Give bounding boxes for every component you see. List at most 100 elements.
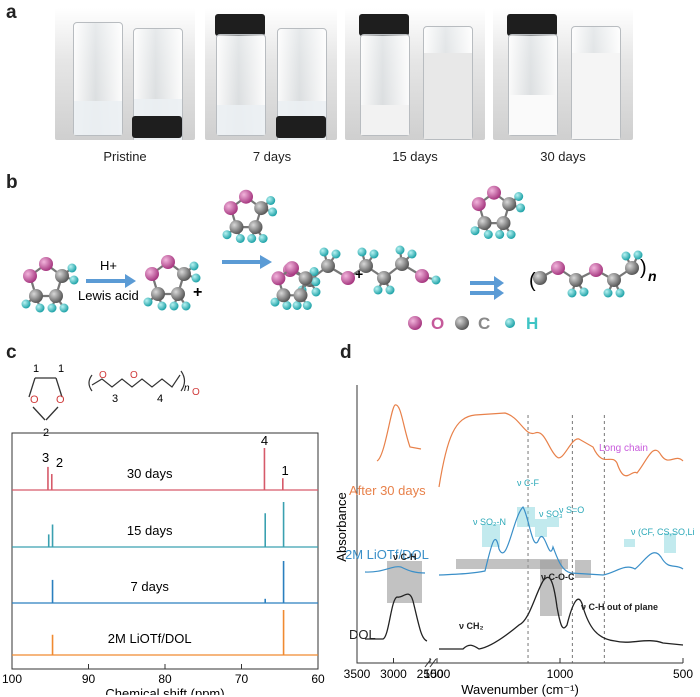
highlight-box [664,533,676,553]
x-tick-label: 3500 [344,667,371,681]
hydrogen-atom [319,247,329,257]
oxygen-atom [271,271,286,286]
oxygen-atom: O [99,370,107,381]
hydrogen-atom [59,303,69,313]
x-tick-label: 90 [82,672,96,686]
highlight-box [482,524,500,547]
hydrogen-atom [181,301,191,311]
ring-label: 1 [58,363,64,375]
hydrogen-atom [311,277,321,287]
hydrogen-atom [369,249,379,259]
hydrogen-atom [258,234,268,243]
carbon-atom [177,267,191,281]
oxygen-atom [39,257,53,271]
series-label: 2M LiOTf/DOL [345,547,429,562]
photo-label: 15 days [392,149,438,164]
hydrogen-atom [311,287,321,297]
hydrogen-atom [579,287,589,297]
hydrogen-atom [247,234,257,243]
highlight-box [456,559,568,569]
hydrogen-atom [222,230,232,240]
carbon-atom [569,273,583,287]
x-tick-label: 2500 [417,667,444,681]
h-plus-label: H+ [100,258,117,273]
hydrogen-atom [407,249,417,259]
legend-swatch [455,316,469,330]
carbon-atom [293,288,308,303]
carbon-atom [395,257,409,271]
oxygen-atom: O [130,370,138,381]
highlight-box [575,560,591,578]
x-tick-label: 500 [673,667,693,681]
x-tick-label: 80 [158,672,172,686]
legend-label: O [431,314,444,333]
carbon-atom [248,220,263,235]
hydrogen-atom [633,250,643,260]
series-label: DOL [349,627,376,642]
oxygen-atom [223,201,238,216]
highlight-box [540,560,562,616]
legend-swatch [505,318,515,328]
carbon-atom [55,269,69,283]
carbon-atom [477,216,492,231]
carbon-atom [49,289,63,303]
panel-b-letter: b [6,172,18,193]
hydrogen-atom [189,261,199,271]
repeat-n: n [648,268,657,284]
oxygen-atom: O [192,387,200,398]
panel-a-letter: a [6,2,17,23]
oxygen-atom [161,255,175,269]
x-tick-label: 70 [235,672,249,686]
hydrogen-atom [47,303,57,313]
carbon-atom [625,261,639,275]
hydrogen-atom [470,226,480,236]
peak-annotation: ν SO₂-N [473,517,506,527]
ring-label: 1 [33,363,39,375]
peak-annotation: ν (CF, CS,SO,LiN) [631,527,695,537]
dol-structure [28,377,63,421]
arrow-2 [222,255,272,269]
photo-label: Pristine [103,149,147,164]
oxygen-atom [487,185,501,200]
peak-annotation: ν C-O-C [541,572,575,582]
oxygen-atom [239,189,253,204]
chain-label: 4 [157,393,163,405]
hydrogen-atom [157,301,167,311]
highlight-box [535,519,547,537]
hydrogen-atom [567,288,577,298]
oxygen-atom [285,261,299,276]
hydrogen-atom [483,230,493,239]
pdol-structure [88,370,186,392]
hydrogen-atom [385,285,395,295]
oxygen-atom [551,261,565,275]
carbon-atom [254,201,269,216]
hydrogen-atom [292,301,302,310]
plus-sign: + [355,266,363,282]
lewis-acid-label: Lewis acid [78,288,139,303]
peak-annotation: ν C-H out of plane [581,602,658,612]
carbon-atom [502,197,517,212]
photo-7days [205,8,337,140]
carbon-atom [229,220,244,235]
hydrogen-atom [373,285,383,295]
long-chain-label: Long chain [599,443,648,454]
carbon-atom [607,273,621,287]
open-paren: ( [529,270,536,292]
hydrogen-atom [302,301,312,310]
arrow-3 [470,276,504,290]
photo-label: 7 days [252,149,292,164]
plus-sign: + [193,284,202,301]
oxygen-atom: O [56,394,65,406]
oxygen-atom [415,269,429,283]
hydrogen-atom [357,247,367,257]
highlight-box [547,517,559,527]
carbon-atom [496,216,511,231]
hydrogen-atom [495,230,505,239]
chain-label: n [184,383,190,394]
series-label: 2M LiOTf/DOL [108,631,192,646]
hydrogen-atom [67,263,77,273]
carbon-atom [276,288,291,303]
